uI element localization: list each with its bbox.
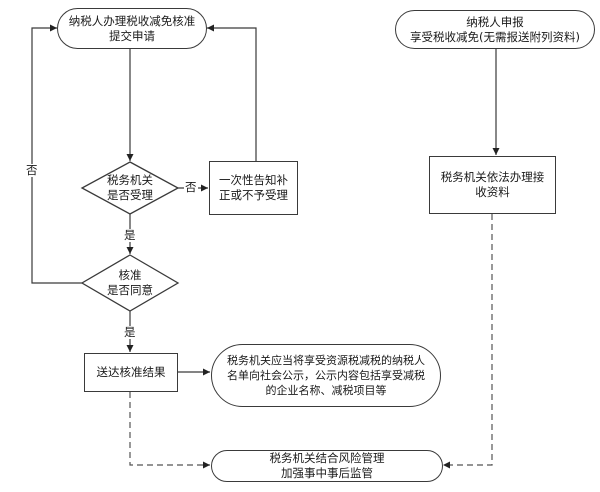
publicize-node: 税务机关应当将享受资源税减税的纳税人 名单向社会公示，公示内容包括享受减税 的企… [211, 344, 441, 407]
accept-decision-node: 税务机关 是否受理 [82, 170, 178, 206]
supervise-node: 税务机关结合风险管理 加强事中事后监管 [211, 450, 443, 482]
edge-receive-to-supervise [443, 214, 493, 469]
approve-decision-node: 核准 是否同意 [82, 265, 178, 301]
edge-notify-to-apply [207, 24, 257, 161]
edge-label-approve-no: 否 [25, 163, 39, 177]
notify-once-node: 一次性告知补 正或不予受理 [209, 161, 298, 215]
supervise-text: 税务机关结合风险管理 加强事中事后监管 [269, 451, 385, 480]
edge-label-approve-yes: 是 [123, 325, 137, 339]
accept-decision-text: 税务机关 是否受理 [107, 173, 153, 202]
edge-label-accept-no: 否 [184, 180, 198, 194]
apply-node: 纳税人办理税收减免核准 提交申请 [57, 8, 207, 49]
notify-once-text: 一次性告知补 正或不予受理 [219, 173, 288, 202]
edge-deliver-to-supervise [129, 392, 210, 469]
deliver-result-text: 送达核准结果 [96, 365, 166, 379]
apply-text: 纳税人办理税收减免核准 提交申请 [68, 13, 196, 43]
declare-text: 纳税人申报 享受税收减免(无需报送附列资料) [410, 14, 580, 44]
deliver-result-node: 送达核准结果 [84, 353, 178, 392]
receive-docs-text: 税务机关依法办理接 收资料 [440, 170, 545, 199]
receive-docs-node: 税务机关依法办理接 收资料 [429, 156, 556, 214]
publicize-text: 税务机关应当将享受资源税减税的纳税人 名单向社会公示，公示内容包括享受减税 的企… [227, 354, 425, 397]
declare-node: 纳税人申报 享受税收减免(无需报送附列资料) [395, 10, 595, 49]
edge-label-accept-yes: 是 [123, 228, 137, 242]
edge-approve-no-to-apply [31, 24, 82, 284]
approve-decision-text: 核准 是否同意 [107, 268, 153, 297]
